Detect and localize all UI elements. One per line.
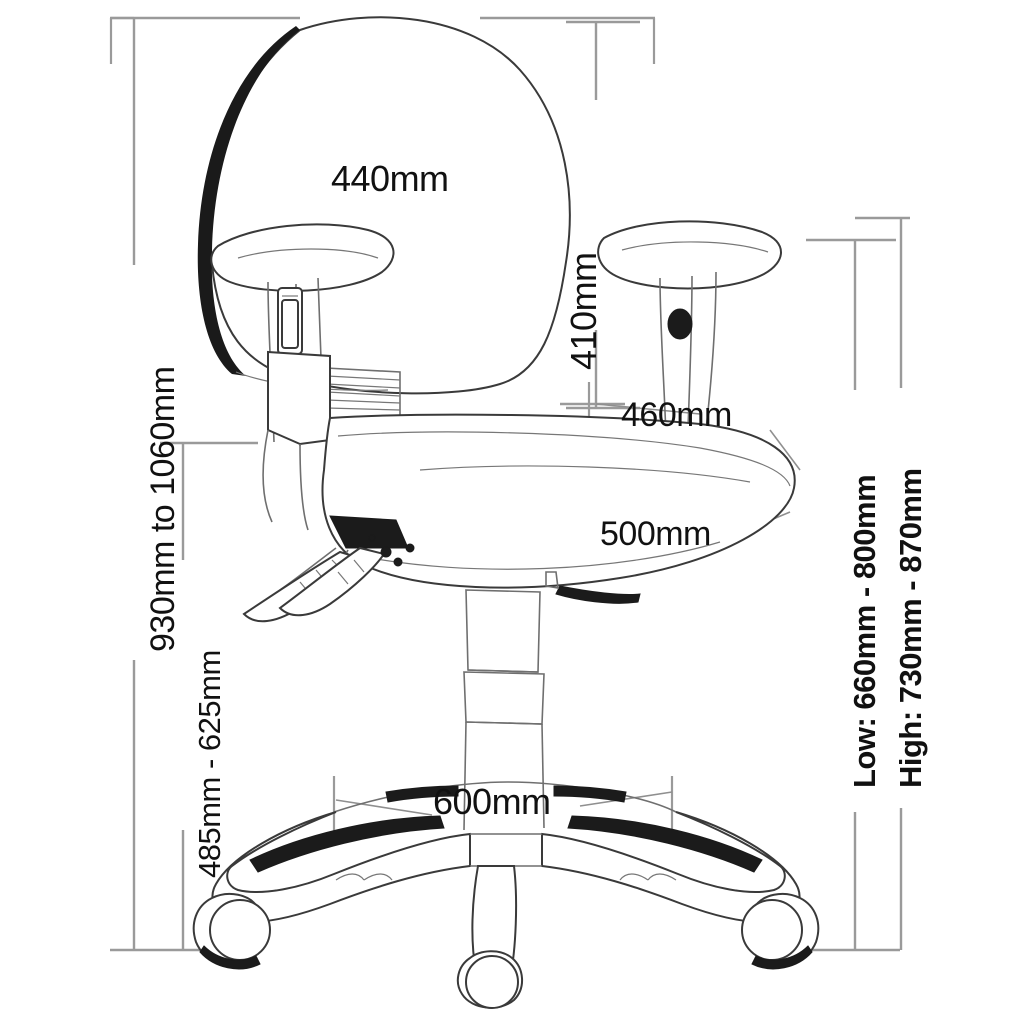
dimension-label-base-width: 600mm xyxy=(433,781,551,822)
chair-casters xyxy=(192,892,820,1009)
gas-lift-column xyxy=(463,589,545,831)
armrest-left xyxy=(210,223,395,447)
dimline-base-width xyxy=(332,776,674,832)
dimension-label-seat-height: 485mm - 625mm xyxy=(192,650,227,878)
dimension-label-backrest-width: 440mm xyxy=(331,158,449,199)
dimension-label-seat-depth: 460mm xyxy=(621,396,732,434)
dimension-label-seat-width: 500mm xyxy=(600,515,711,553)
dimension-label-backrest-height: 410mm xyxy=(563,252,604,370)
dimline-seat-height xyxy=(160,441,258,950)
dimline-backrest-height xyxy=(566,20,640,410)
dimension-label-overall-height: 930mm to 1060mm xyxy=(144,366,182,652)
dimension-label-armrest-low: Low: 660mm - 800mm xyxy=(847,474,882,788)
tilt-mechanism xyxy=(242,515,641,623)
armrest-right xyxy=(597,220,782,437)
chair-seat xyxy=(321,413,796,589)
dimline-seat-depth xyxy=(560,382,801,471)
dimline-armrest-low xyxy=(806,238,900,952)
dimline-armrest-high xyxy=(855,216,910,950)
dimension-label-armrest-high: High: 730mm - 870mm xyxy=(893,468,928,788)
chair-backrest xyxy=(197,16,571,395)
